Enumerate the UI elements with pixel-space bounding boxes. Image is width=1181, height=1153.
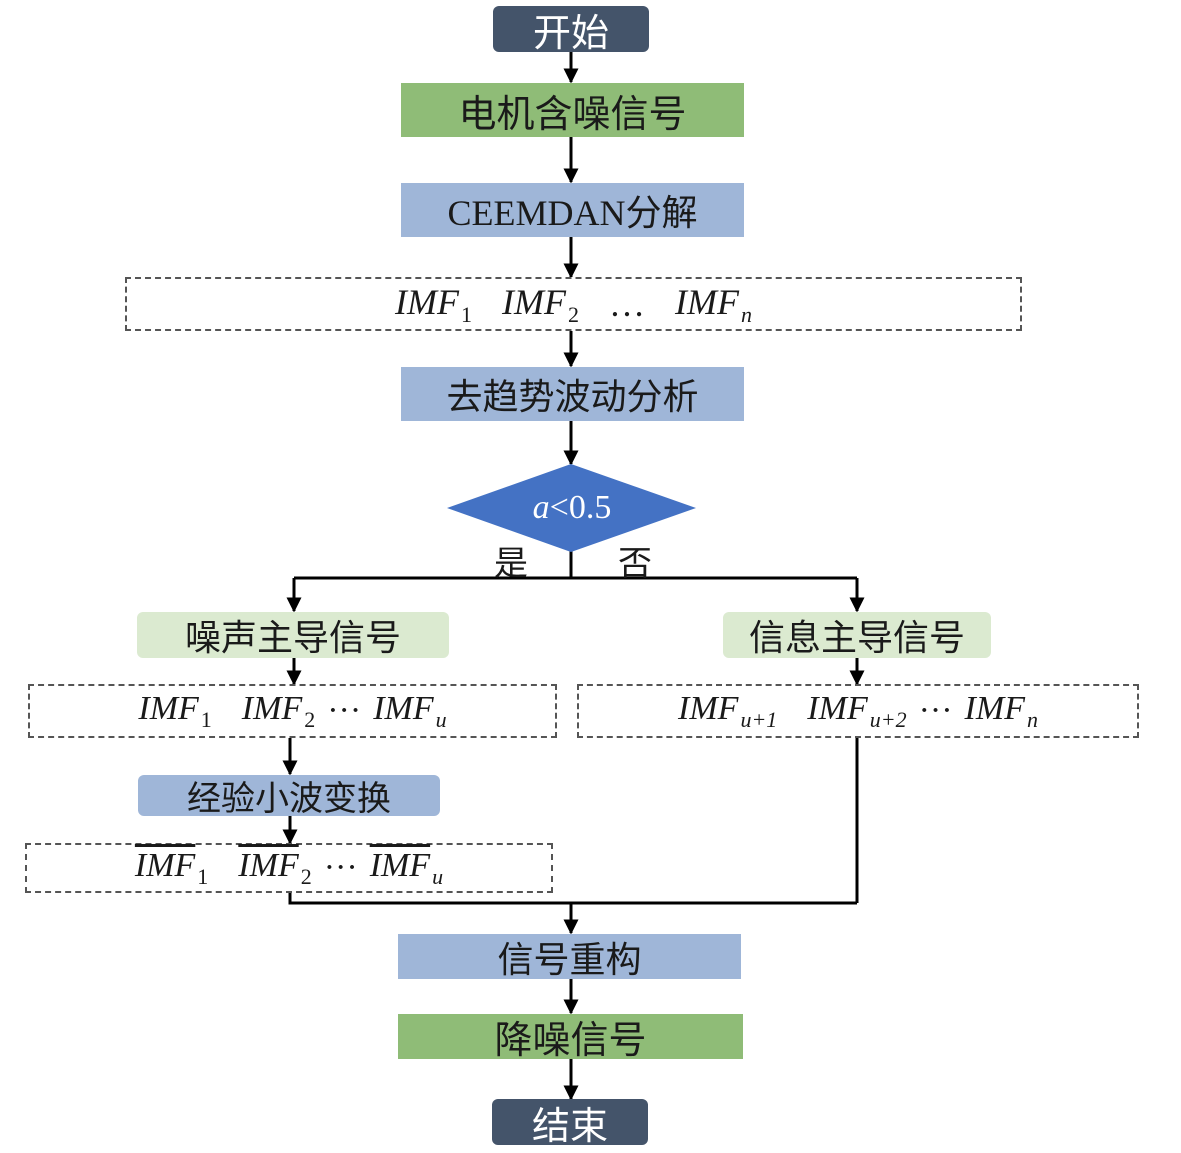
imf-u: IMFu [373, 689, 447, 732]
imf-ellipsis: … [608, 284, 645, 324]
merge-left [288, 893, 857, 905]
decision-variable: a [532, 489, 550, 526]
reconstruct-node: 信号重构 [398, 934, 741, 981]
yes-label: 是 [494, 544, 528, 584]
imf-u-plus-2: IMFu+2 [807, 689, 907, 732]
dfa-node: 去趋势波动分析 [401, 367, 744, 421]
motor-noisy-signal-node: 电机含噪信号 [401, 83, 744, 137]
imf-bar-u: IMFu [369, 846, 444, 889]
noise-dominant-node: 噪声主导信号 [137, 612, 449, 659]
imf-n: IMFn [964, 689, 1038, 732]
denoised-node: 降噪信号 [398, 1014, 743, 1062]
dfa-label: 去趋势波动分析 [446, 377, 699, 418]
decision-diamond [447, 464, 696, 552]
decision-condition: <0.5 [549, 489, 612, 526]
imf-u-plus-1: IMFu+1 [678, 689, 778, 732]
info-dominant-node: 信息主导信号 [723, 612, 991, 659]
ceemdan-label: CEEMDAN分解 [447, 193, 698, 233]
imf-1: IMF1 [395, 281, 473, 327]
imf-2: IMF2 [502, 281, 579, 327]
reconstruct-label: 信号重构 [497, 939, 642, 981]
start-node: 开始 [493, 6, 649, 55]
imf-bar-1: IMF1 [134, 846, 209, 889]
start-label: 开始 [532, 10, 609, 55]
decision-label: a<0.5 [448, 465, 696, 551]
no-label: 否 [618, 544, 652, 584]
ewt-label: 经验小波变换 [187, 779, 391, 819]
imf-ellipsis: ··· [327, 692, 362, 729]
ewt-node: 经验小波变换 [138, 775, 440, 819]
imf-list-all: IMF1 IMF2 … IMFn [125, 277, 1022, 331]
imf-n: IMFn [674, 281, 752, 327]
imf-ellipsis: ··· [323, 849, 358, 886]
denoised-label: 降噪信号 [494, 1018, 647, 1062]
imf-list-info: IMFu+1 IMFu+2 ··· IMFn [577, 684, 1139, 738]
ceemdan-node: CEEMDAN分解 [401, 183, 744, 237]
imf-1: IMF1 [138, 689, 212, 732]
imf-list-noise: IMF1 IMF2 ··· IMFu [28, 684, 557, 738]
imf-ellipsis: ··· [918, 692, 953, 729]
end-node: 结束 [492, 1099, 648, 1148]
noise-dominant-label: 噪声主导信号 [184, 618, 401, 659]
imf-bar-2: IMF2 [238, 846, 312, 889]
end-label: 结束 [531, 1103, 608, 1148]
info-dominant-label: 信息主导信号 [748, 618, 965, 659]
imf-2: IMF2 [241, 689, 316, 732]
imf-list-denoised: IMF1 IMF2 ··· IMFu [25, 843, 553, 893]
motor-noisy-signal-label: 电机含噪信号 [458, 91, 687, 136]
